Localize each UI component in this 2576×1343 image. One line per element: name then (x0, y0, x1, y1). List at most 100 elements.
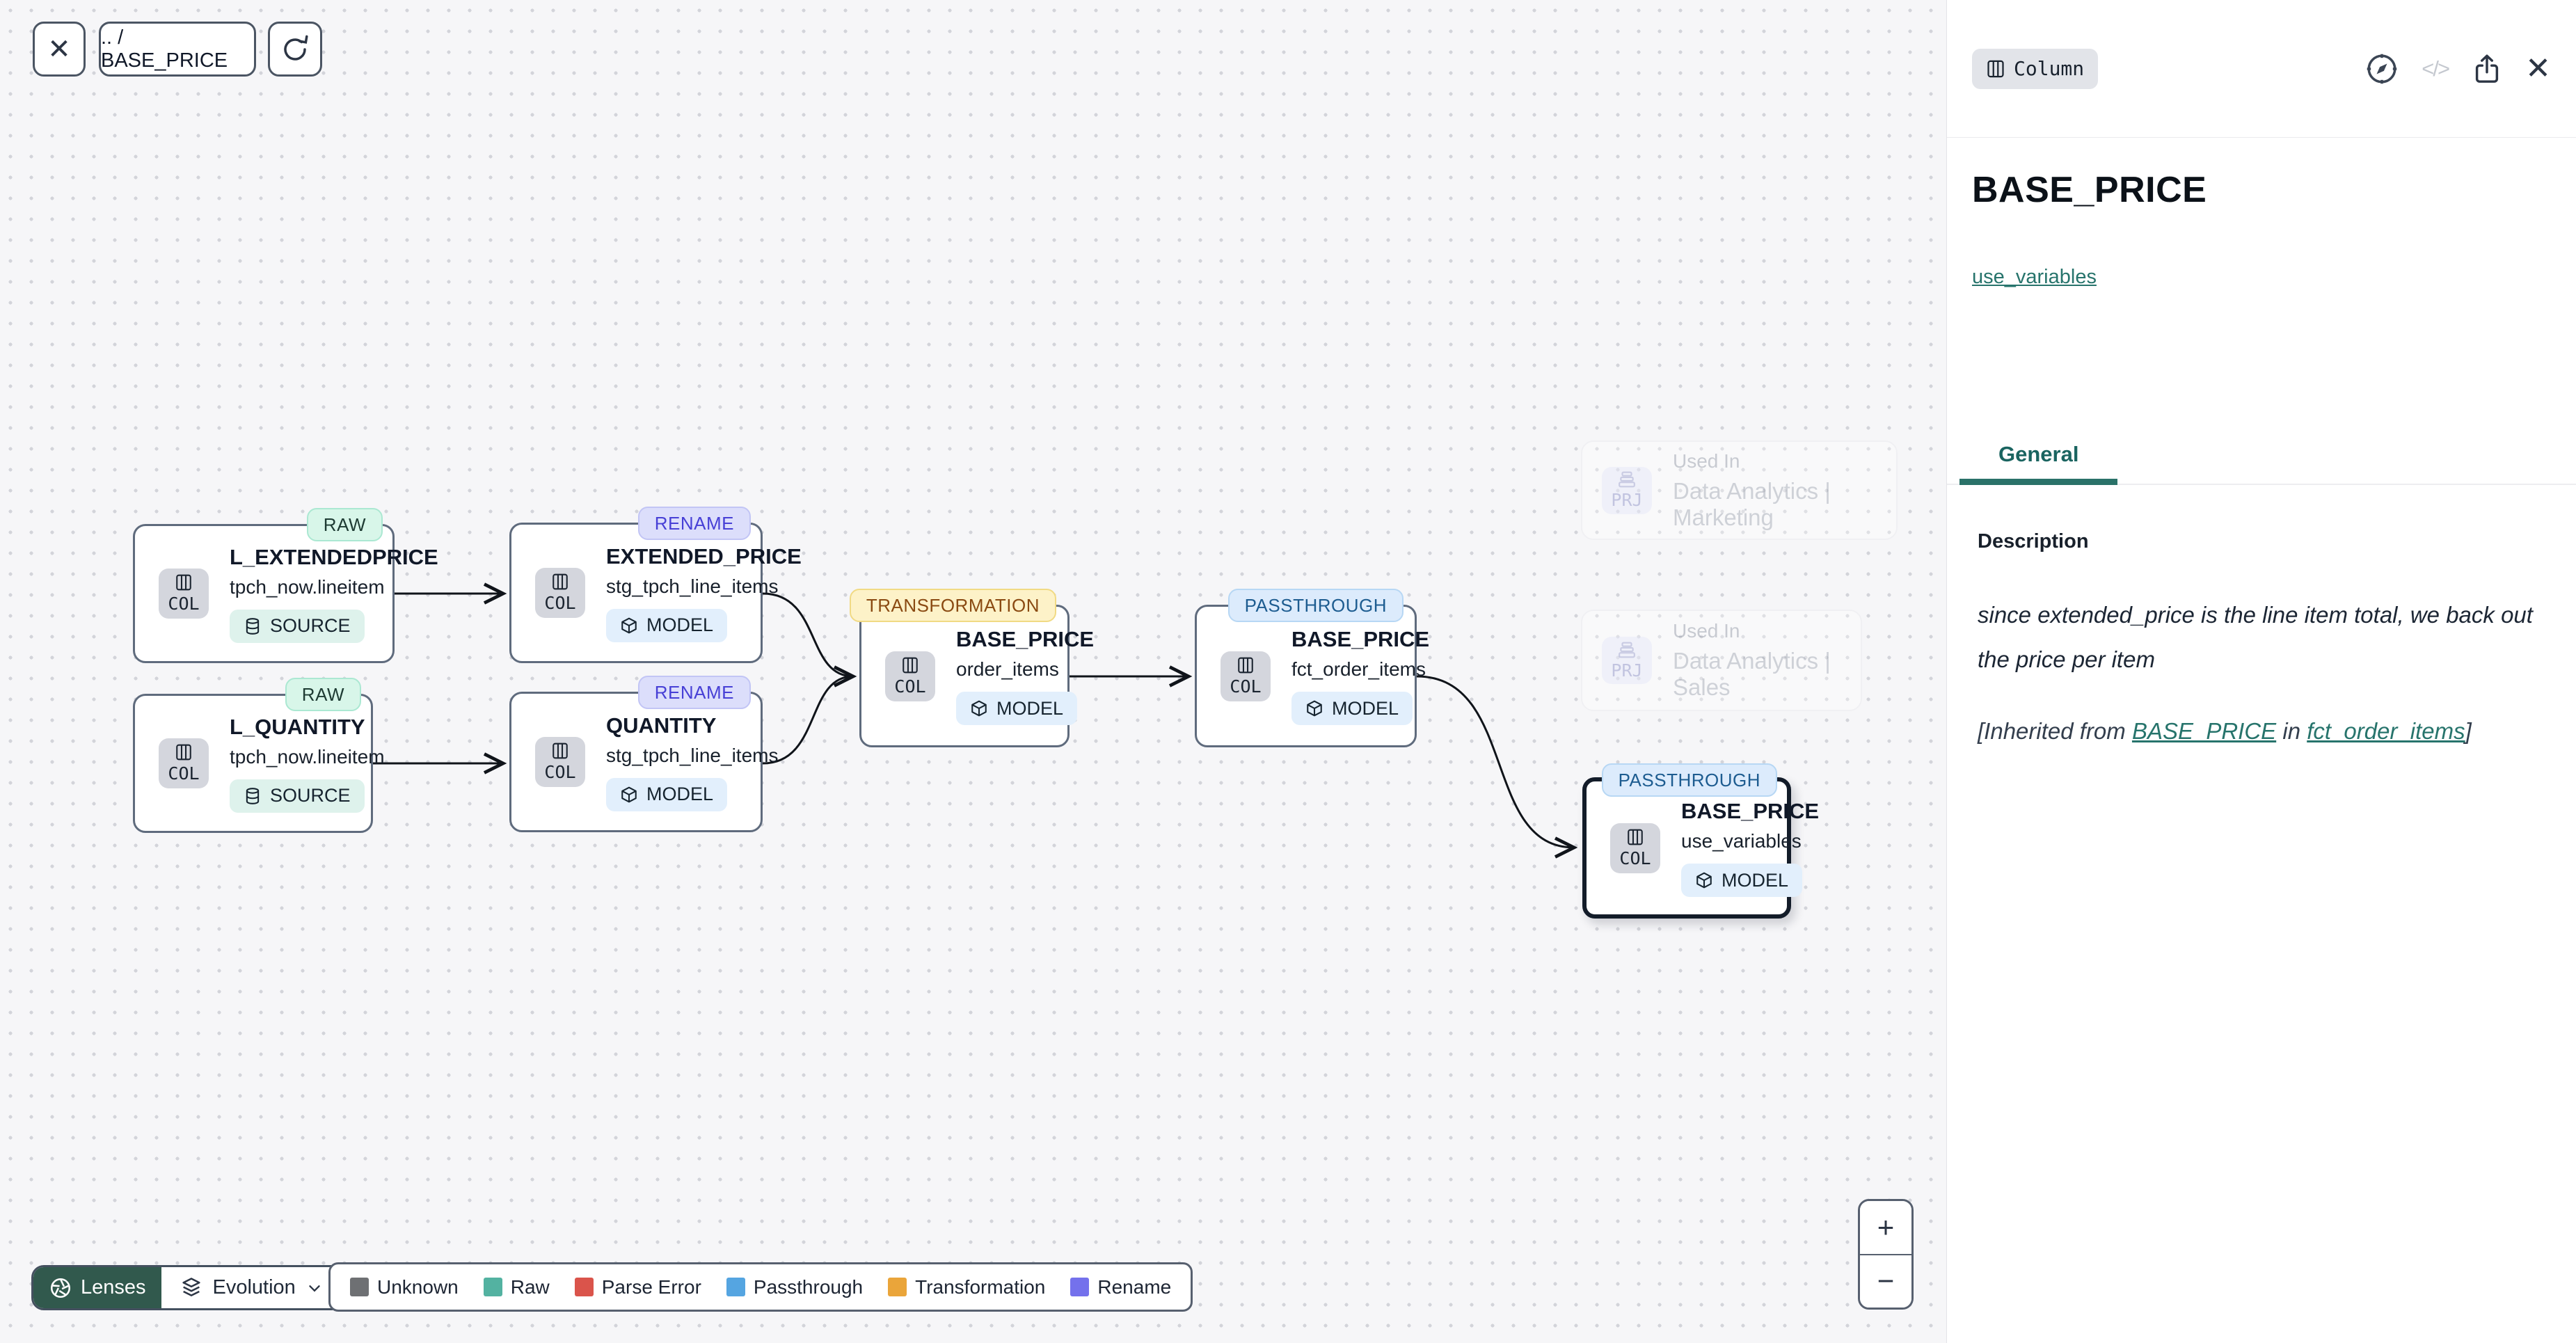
evolution-badge-raw: RAW (285, 678, 361, 711)
legend-swatch (1070, 1278, 1090, 1296)
used-in-node-marketing[interactable]: PRJ Used In Data Analytics | Marketing (1581, 440, 1898, 540)
columns-icon (1628, 829, 1643, 845)
zoom-control: + − (1858, 1199, 1914, 1310)
node-title: L_EXTENDEDPRICE (230, 544, 438, 569)
asset-kind-badge: MODEL (956, 692, 1078, 725)
node-subtitle: order_items (956, 658, 1059, 680)
node-subtitle: stg_tpch_line_items (606, 744, 779, 766)
node-title: EXTENDED_PRICE (606, 543, 802, 569)
columns-icon (176, 574, 191, 591)
lenses-label: Lenses (81, 1276, 146, 1298)
legend-item-transformation: Transformation (888, 1276, 1045, 1298)
node-baseprice-usevariables[interactable]: PASSTHROUGH COL BASE_PRICE use_variables… (1582, 763, 1819, 919)
node-subtitle: stg_tpch_line_items (606, 575, 779, 597)
legend-swatch (483, 1278, 502, 1296)
legend-item-rename: Rename (1070, 1276, 1171, 1298)
share-button[interactable] (2471, 53, 2503, 85)
inherited-model-link[interactable]: fct_order_items (2307, 718, 2465, 744)
node-subtitle: use_variables (1681, 830, 1802, 852)
legend-swatch (888, 1278, 907, 1296)
node-baseprice-orderitems[interactable]: TRANSFORMATION COL BASE_PRICE order_item… (849, 589, 1094, 747)
breadcrumb[interactable]: .. / BASE_PRICE (99, 22, 256, 77)
column-type-chip: COL (159, 738, 209, 788)
project-stack-icon (1619, 642, 1635, 658)
cube-icon (1696, 872, 1712, 889)
used-in-name: Data Analytics | Marketing (1673, 477, 1831, 530)
node-extendedprice[interactable]: RENAME COL EXTENDED_PRICE stg_tpch_line_… (509, 507, 802, 663)
node-title: BASE_PRICE (1291, 627, 1430, 651)
panel-tab-bar: General (1947, 431, 2576, 485)
columns-icon (552, 573, 568, 590)
database-icon (246, 617, 260, 635)
columns-icon (903, 657, 918, 673)
cube-icon (1307, 700, 1322, 717)
model-link-use-variables[interactable]: use_variables (1972, 266, 2097, 288)
evolution-badge-rename: RENAME (637, 676, 751, 709)
close-panel-button[interactable]: ✕ (2525, 51, 2551, 86)
evolution-badge-rename: RENAME (637, 507, 751, 540)
description-inherited-note: [Inherited from BASE_PRICE in fct_order_… (1978, 718, 2472, 744)
close-lineage-button[interactable]: ✕ (33, 22, 86, 77)
description-heading: Description (1978, 530, 2089, 553)
project-stack-icon (1619, 471, 1635, 488)
legend-item-raw: Raw (483, 1276, 550, 1298)
asset-kind-badge: SOURCE (230, 609, 365, 643)
node-quantity[interactable]: RENAME COL QUANTITY stg_tpch_line_items … (509, 676, 778, 832)
chevron-down-icon (309, 1285, 320, 1292)
lenses-control: Lenses Evolution (31, 1265, 344, 1310)
columns-icon (552, 742, 568, 759)
used-in-node-sales[interactable]: PRJ Used In Data Analytics | Sales (1581, 610, 1862, 711)
view-code-button[interactable]: </> (2422, 56, 2450, 81)
column-type-chip: COL (535, 737, 585, 787)
refresh-button[interactable] (268, 22, 322, 77)
edge-fctorderitems-usevariables (1416, 675, 1578, 859)
node-title: BASE_PRICE (1681, 799, 1820, 823)
layers-icon (182, 1277, 200, 1296)
columns-icon (1987, 60, 2004, 77)
detail-panel-header: Column </> (1947, 0, 2576, 138)
cube-icon (621, 617, 637, 633)
lens-selector-dropdown[interactable]: Evolution (161, 1267, 342, 1308)
node-subtitle: tpch_now.lineitem (230, 575, 385, 598)
close-icon: ✕ (47, 33, 71, 65)
database-icon (246, 787, 260, 804)
asset-kind-badge: MODEL (606, 777, 728, 811)
legend-swatch (726, 1278, 745, 1296)
node-l-extendedprice[interactable]: RAW COL L_EXTENDEDPRICE tpch_now.lineite… (133, 508, 438, 663)
share-export-icon (2476, 54, 2499, 83)
compass-icon (2367, 54, 2397, 84)
legend-swatch (574, 1278, 594, 1296)
used-in-label: Used In (1673, 620, 1740, 642)
node-baseprice-fctorderitems[interactable]: PASSTHROUGH COL BASE_PRICE fct_order_ite… (1195, 589, 1429, 747)
selected-lens-label: Evolution (212, 1276, 296, 1298)
node-title: L_QUANTITY (230, 714, 365, 739)
detail-panel: Column </> (1946, 0, 2576, 1343)
description-body: since extended_price is the line item to… (1978, 602, 2533, 672)
columns-icon (1238, 657, 1253, 673)
node-l-quantity[interactable]: RAW COL L_QUANTITY tpch_now.lineitem SOU… (133, 678, 385, 833)
evolution-badge-raw: RAW (306, 508, 383, 541)
legend-item-passthrough: Passthrough (726, 1276, 863, 1298)
entity-type-chip: Column (1972, 48, 2099, 89)
lenses-button[interactable]: Lenses (33, 1267, 161, 1308)
asset-kind-badge: MODEL (1681, 864, 1803, 897)
asset-kind-badge: MODEL (606, 608, 728, 642)
project-type-chip: PRJ (1602, 466, 1652, 514)
column-type-chip: COL (159, 569, 209, 619)
tab-general[interactable]: General (1959, 430, 2118, 485)
asset-kind-badge: SOURCE (230, 779, 365, 813)
project-type-chip: PRJ (1602, 637, 1652, 684)
cube-icon (621, 786, 637, 802)
used-in-name: Data Analytics | Sales (1673, 648, 1831, 700)
breadcrumb-label: .. / BASE_PRICE (101, 26, 228, 72)
explore-compass-button[interactable] (2364, 51, 2399, 86)
evolution-legend: Unknown Raw Parse Error Passthrough Tran… (328, 1262, 1193, 1312)
node-title: BASE_PRICE (956, 627, 1095, 651)
legend-swatch (350, 1278, 369, 1296)
inherited-column-link[interactable]: BASE_PRICE (2131, 718, 2277, 744)
zoom-out-button[interactable]: − (1860, 1255, 1911, 1308)
asset-kind-badge: MODEL (1291, 692, 1413, 725)
column-type-chip: COL (885, 651, 935, 701)
zoom-in-button[interactable]: + (1860, 1201, 1911, 1255)
columns-icon (176, 744, 191, 761)
